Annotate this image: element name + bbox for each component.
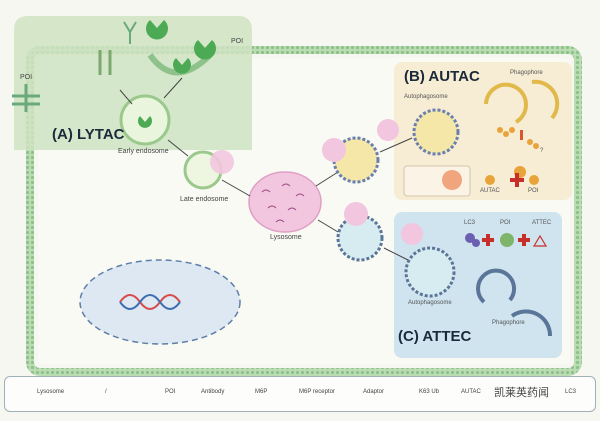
attec-small-label: ATTEC [532,220,552,226]
poi-top-label: POI [231,38,244,45]
autac-panel [394,62,572,200]
autac-autolysosome-lyso [322,138,346,162]
legend: Lysosome / POI Antibody M6P M6P receptor… [4,376,596,412]
legend-k63: K63 Ub [419,389,440,395]
autophagosome-c-label: Autophagosome [408,300,452,306]
attec-autophagosome [404,246,456,298]
lc3-label: LC3 [464,220,476,226]
early-endosome-cargo [138,116,152,128]
arrow-to-early [119,89,133,105]
arrow-attec-lysosome [317,219,339,233]
attec-autolysosome [336,214,384,262]
antibody-top [123,21,137,44]
phagophore-c-label: Phagophore [492,320,525,326]
attec-plus-1 [482,234,494,246]
attec-lc3-icon [465,233,480,247]
lytac-panel [14,16,252,150]
autac-phagophore-1 [484,82,528,124]
question-mark: ? [540,148,544,154]
attec-autolysosome-lyso [344,202,368,226]
autac-small-label: AUTAC [480,188,500,194]
attec-poi-icon [500,233,514,247]
arrow-autophagosome-b [379,137,413,153]
lysosome-content [261,183,305,223]
autac-k63-chain [497,127,539,149]
autac-autac-icon [485,175,495,185]
legend-adaptor: Adaptor [363,389,385,395]
lysosome [248,171,322,233]
dna-helix [119,294,181,310]
attec-molecule-icon [532,234,548,247]
legend-m6p: M6P [255,389,268,395]
legend-poi: POI [165,389,176,395]
arrow-attec-auto [383,247,409,261]
poi-c-label: POI [500,220,511,226]
early-endosome [119,94,171,146]
arrow-early-late [167,139,189,157]
autac-phagophore-2 [531,79,560,120]
lysosome-label: Lysosome [270,234,302,241]
poi-top-1 [146,20,168,40]
late-endosome-lysosome [210,150,234,174]
cell-membrane [26,46,582,376]
legend-lysosome: Lysosome [37,389,65,395]
attec-lysosome-free [401,223,423,245]
legend-autac: AUTAC [461,389,481,395]
receptor-top-left [98,50,112,75]
legend-antibody: Antibody [201,389,225,395]
arrow-to-early-2 [163,77,183,99]
autac-adaptor [520,130,523,140]
attec-plus-2 [518,234,530,246]
arrow-autac-lysosome [315,171,339,187]
attec-phagophore-1 [476,268,516,304]
early-endosome-label: Early endosome [118,148,169,155]
autac-poi-icon [529,175,539,185]
autac-plus [510,173,524,187]
poi-small-label: POI [528,188,539,194]
late-endosome-label: Late endosome [180,196,229,203]
lytac-title: (A) LYTAC [52,126,125,143]
poi-receptor-left [12,84,40,112]
autophagosome-b-label: Autophagosome [404,94,448,100]
attec-phagophore-2 [510,309,553,337]
autac-title: (B) AUTAC [404,68,480,85]
autac-inset-molecule [442,170,462,190]
poi-top-3 [173,58,191,74]
legend-sep: / [105,389,107,395]
watermark: 凯莱英药闻 [494,387,549,399]
phagophore-b-label: Phagophore [510,70,543,76]
legend-m6p-receptor: M6P receptor [299,389,335,395]
autac-lysosome-free [377,119,399,141]
arrow-late-lysosome [221,179,251,197]
poi-top-2 [194,40,216,60]
attec-title: (C) ATTEC [398,328,472,345]
poi-left-label: POI [20,74,33,81]
legend-lc3: LC3 [565,389,577,395]
autac-autophagosome [412,108,460,156]
